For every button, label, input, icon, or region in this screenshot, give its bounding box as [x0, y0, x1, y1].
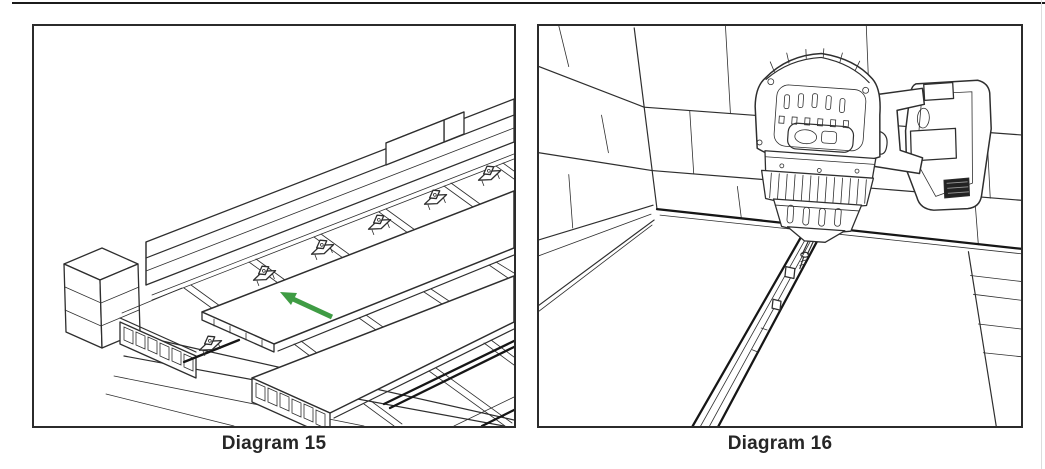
screw [799, 251, 810, 270]
page-top-rule [12, 2, 1045, 4]
vent-slots [778, 93, 850, 129]
page-right-edge [1041, 0, 1042, 469]
drill-fastening-illustration [539, 26, 1021, 426]
cordless-drill [754, 48, 992, 255]
board-gap-with-clips [691, 225, 825, 426]
joists-front [363, 339, 514, 426]
loose-board-end-profile [251, 275, 514, 426]
diagram-16-caption: Diagram 16 [727, 433, 833, 454]
diagram-15-frame [32, 24, 516, 428]
diagram-15-caption: Diagram 15 [221, 433, 327, 454]
deck-boards [539, 208, 1021, 426]
drill-bit [801, 240, 814, 255]
installed-board-end-profile [119, 287, 197, 379]
deck-board-slide-illustration [63, 98, 514, 426]
drill-trigger [876, 130, 888, 155]
blocking-block [385, 111, 465, 166]
clip-track [182, 331, 241, 364]
sliding-deck-board [201, 190, 514, 353]
diagram-16-frame [537, 24, 1023, 428]
battery-release-button [909, 127, 957, 162]
drill-label-plate [787, 122, 855, 153]
drill-chuck [760, 150, 877, 255]
slide-direction-arrow [291, 296, 334, 320]
ledger-strip [151, 153, 514, 301]
